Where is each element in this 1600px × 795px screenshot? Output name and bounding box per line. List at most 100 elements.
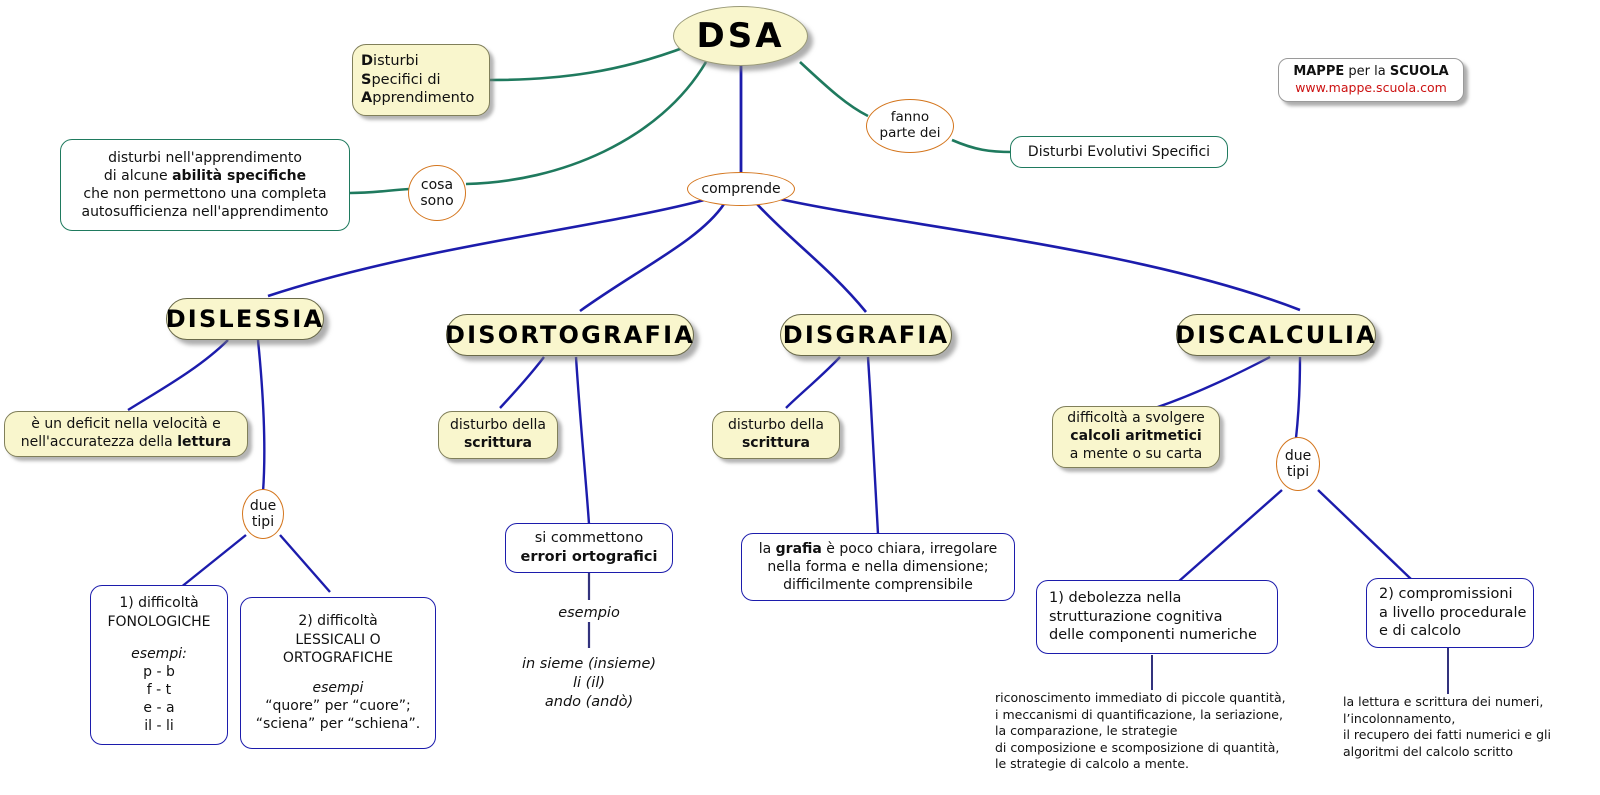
watermark-scuola: SCUOLA [1389, 63, 1449, 79]
discalculia-t1-det-4: di composizione e scomposizione di quant… [995, 739, 1280, 755]
discalculia-type1-detail: riconoscimento immediato di piccole quan… [995, 690, 1305, 773]
category-discalculia[interactable]: DISCALCULIA [1175, 314, 1376, 356]
acronym-specifici: pecifici di [371, 71, 441, 88]
dislessia-t1-line2: FONOLOGICHE [107, 613, 211, 630]
discalculia-t1-det-5: le strategie di calcolo a mente. [995, 756, 1190, 771]
dislessia-type1-box: 1) difficoltà FONOLOGICHE esempi: p - b … [90, 585, 228, 745]
disortografia-errors-box: si commettono errori ortografici [505, 523, 673, 573]
discalculia-t1-det-3: la comparazione, le strategie [995, 723, 1178, 738]
dislessia-t2-line1: 2) difficoltà [298, 613, 378, 630]
comprende-label: comprende [701, 180, 781, 197]
dislessia-t1-spacer [107, 631, 210, 645]
discalculia-t1-det-1: riconoscimento immediato di piccole quan… [995, 690, 1286, 705]
discalculia-t1-line3: delle componenti numeriche [1049, 627, 1257, 644]
discalculia-t1-det-2: i meccanismi di quantificazione, la seri… [995, 706, 1283, 722]
acronym-box: Disturbi Specifici di Apprendimento [352, 44, 490, 116]
acronym-line-1: Disturbi [361, 52, 481, 71]
category-dislessia-label: DISLESSIA [165, 305, 325, 333]
discalculia-calcoli-aritmetici: calcoli aritmetici [1070, 428, 1202, 445]
link-duetipi-tipo1 [179, 534, 247, 589]
disortografia-def-line2: scrittura [450, 435, 546, 453]
root-label: DSA [696, 16, 785, 56]
discalculia-def-line3: a mente o su carta [1069, 445, 1203, 462]
link-dsa-acronym [489, 44, 689, 82]
disgrafia-detail-box: la grafia è poco chiara, irregolare nell… [741, 533, 1015, 601]
dislessia-t1-ex-1: p - b [143, 663, 175, 680]
dislessia-def-lettura: lettura [177, 434, 232, 450]
dislessia-t2-esempi-label: esempi [312, 680, 364, 696]
root-node-dsa[interactable]: DSA [673, 6, 808, 66]
due-tipi2-line1: due [1284, 447, 1312, 464]
link-label-fanno-parte-dei: fanno parte dei [866, 99, 954, 153]
dislessia-t2-ex-1: “quore” per “cuore”; [265, 698, 411, 715]
link-duetipi2-tipo2 [1317, 489, 1413, 581]
acronym-line-3: Apprendimento [361, 89, 481, 108]
link-label-due-tipi-discalculia: due tipi [1276, 437, 1320, 491]
link-disortografia-definition [499, 356, 545, 409]
category-disgrafia[interactable]: DISGRAFIA [780, 314, 952, 356]
dislessia-def-line2: nell'accuratezza della lettura [21, 434, 231, 452]
link-duetipi2-tipo1 [1177, 489, 1283, 583]
discalculia-t2-det-3: il recupero dei fatti numerici e gli [1343, 727, 1551, 742]
definition-line-3: che non permettono una completa [83, 186, 327, 202]
due-tipi2-line2: tipi [1286, 464, 1310, 480]
dislessia-def-line1: è un deficit nella velocità e [31, 416, 221, 433]
definition-line-2: di alcune abilità specifiche [81, 167, 328, 185]
fanno-parte-line1: fanno [890, 109, 930, 126]
disortografia-ex-2: li (il) [572, 675, 606, 692]
link-disgrafia-definition [785, 356, 841, 409]
acronym-line-2: Specifici di [361, 71, 481, 90]
link-comprende-disortografia [579, 203, 726, 313]
dislessia-t1-ex-4: il - li [144, 718, 174, 735]
category-dislessia[interactable]: DISLESSIA [166, 298, 324, 340]
link-disgrafia-dettaglio [866, 356, 880, 535]
link-dislessia-definition [127, 339, 229, 412]
discalculia-def-line1: difficoltà a svolgere [1067, 410, 1205, 427]
dislessia-t2-line3: ORTOGRAFICHE [282, 649, 394, 666]
watermark-perla: per la [1344, 63, 1390, 79]
discalculia-t2-line2: a livello procedurale [1379, 604, 1527, 621]
disortografia-errori-ortografici: errori ortografici [520, 549, 658, 565]
discalculia-type2-detail: la lettura e scrittura dei numeri, l’inc… [1343, 694, 1600, 760]
link-comprende-discalculia [774, 196, 1301, 312]
link-dsa-cosasono [465, 61, 708, 186]
category-disortografia-label: DISORTOGRAFIA [445, 321, 695, 349]
disortografia-definition-box: disturbo della scrittura [438, 411, 558, 459]
link-fannoparte-evolutivi [951, 138, 1013, 154]
link-label-due-tipi-dislessia: due tipi [242, 489, 284, 539]
disgrafia-definition-box: disturbo della scrittura [712, 411, 840, 459]
acronym-s: S [361, 71, 372, 88]
discalculia-t2-line1: 2) compromissioni [1379, 585, 1513, 602]
dislessia-type2-box: 2) difficoltà LESSICALI O ORTOGRAFICHE e… [240, 597, 436, 749]
link-disortografia-errori [574, 356, 591, 525]
link-dsa-fannoparte [799, 61, 869, 118]
definition-line-1: disturbi nell'apprendimento [108, 149, 302, 166]
disgrafia-det-line3: difficilmente comprensibile [783, 577, 973, 594]
disgrafia-def-scrittura: scrittura [741, 435, 811, 451]
link-discalculia-definition [1154, 355, 1271, 410]
watermark-line1: MAPPE per la SCUOLA [1293, 63, 1448, 81]
category-disgrafia-label: DISGRAFIA [782, 321, 950, 349]
dislessia-t1-ex-2: f - t [146, 682, 172, 699]
link-dislessia-duetipi [256, 339, 266, 493]
discalculia-definition-box: difficoltà a svolgere calcoli aritmetici… [1052, 406, 1220, 468]
definition-line-4: autosufficienza nell'apprendimento [81, 204, 329, 221]
discalculia-t1-line1: 1) debolezza nella [1049, 589, 1182, 606]
disortografia-ex-1: in sieme (insieme) [521, 656, 657, 672]
cosa-sono-line2: sono [420, 193, 454, 209]
dislessia-t1-line1: 1) difficoltà [119, 595, 199, 612]
disgrafia-det-post: è poco chiara, irregolare [821, 540, 998, 557]
discalculia-type2-box: 2) compromissioni a livello procedurale … [1366, 578, 1534, 648]
discalculia-t2-line3: e di calcolo [1379, 623, 1462, 640]
node-disturbi-evolutivi-specifici: Disturbi Evolutivi Specifici [1010, 136, 1228, 168]
disgrafia-def-line2: scrittura [728, 435, 824, 453]
link-cosasono-definition [349, 187, 411, 195]
disgrafia-det-pre: la [758, 540, 776, 557]
disortografia-err-line2: errori ortografici [521, 548, 658, 567]
watermark-mappe: MAPPE [1293, 63, 1345, 79]
disgrafia-det-line2: nella forma e nella dimensione; [767, 558, 989, 575]
category-disortografia[interactable]: DISORTOGRAFIA [445, 314, 695, 356]
disortografia-err-line1: si commettono [534, 530, 644, 547]
disortografia-ex-3: ando (andò) [544, 694, 634, 711]
